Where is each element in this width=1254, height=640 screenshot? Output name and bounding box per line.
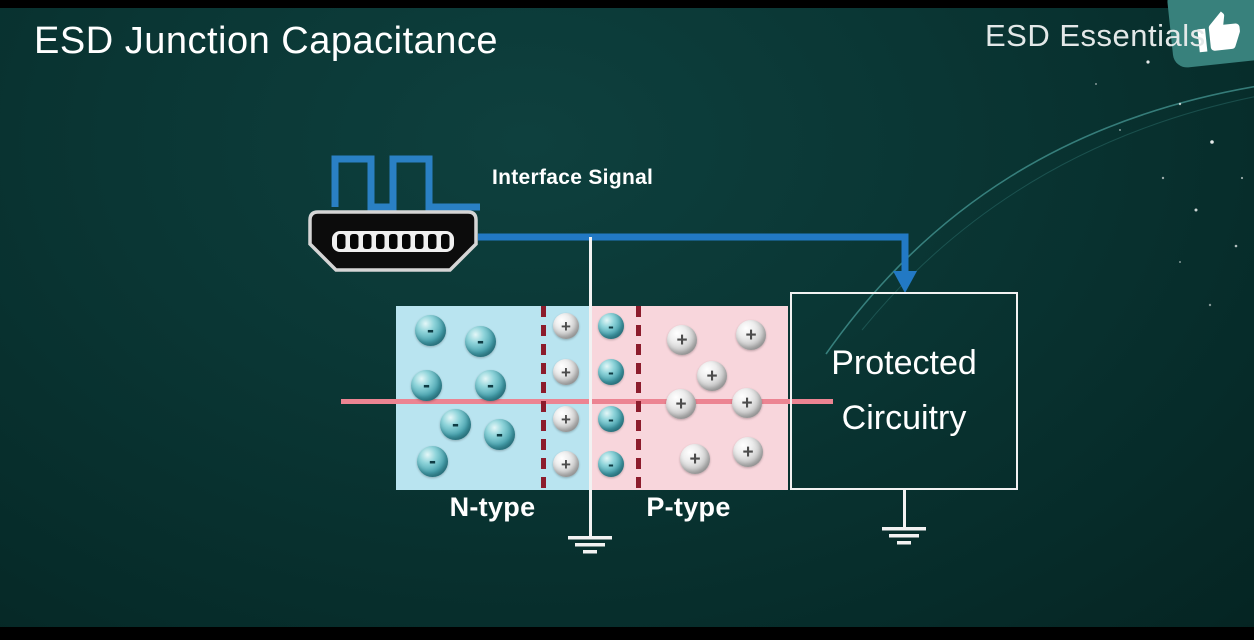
electron-sphere: - bbox=[417, 446, 448, 477]
ground-symbol bbox=[882, 527, 926, 545]
hole-sphere: + bbox=[667, 325, 697, 355]
ion-negative-sphere: - bbox=[598, 406, 624, 432]
electron-sphere: - bbox=[440, 409, 471, 440]
electron-sphere: - bbox=[411, 370, 442, 401]
depletion-boundary-right bbox=[636, 306, 641, 490]
ground-stem bbox=[903, 490, 906, 527]
brand-text: ESD Essentials bbox=[985, 18, 1206, 53]
ion-positive-sphere: + bbox=[553, 359, 579, 385]
p-type-label: P-type bbox=[646, 492, 731, 522]
electron-sphere: - bbox=[475, 370, 506, 401]
hole-sphere: + bbox=[733, 437, 763, 467]
hole-sphere: + bbox=[732, 388, 762, 418]
letterbox-bottom bbox=[0, 627, 1254, 640]
n-type-label: N-type bbox=[449, 492, 536, 522]
arrow-down-icon bbox=[893, 271, 917, 293]
junction-tap-line bbox=[589, 237, 592, 537]
ground-symbol bbox=[568, 536, 612, 554]
depletion-boundary-left bbox=[541, 306, 546, 490]
junction-line bbox=[341, 399, 833, 404]
hole-sphere: + bbox=[666, 389, 696, 419]
electron-sphere: - bbox=[484, 419, 515, 450]
protected-circuitry-label-line1: Protected bbox=[831, 343, 977, 382]
electron-sphere: - bbox=[415, 315, 446, 346]
ion-positive-sphere: + bbox=[553, 451, 579, 477]
hdmi-connector-icon bbox=[308, 210, 478, 272]
signal-waveform-icon bbox=[331, 155, 480, 211]
signal-wire bbox=[478, 233, 917, 293]
hole-sphere: + bbox=[680, 444, 710, 474]
hole-sphere: + bbox=[697, 361, 727, 391]
ion-positive-sphere: + bbox=[553, 313, 579, 339]
protected-circuitry-label-line2: Circuitry bbox=[841, 399, 967, 437]
ion-negative-sphere: - bbox=[598, 313, 624, 339]
ion-negative-sphere: - bbox=[598, 359, 624, 385]
ion-negative-sphere: - bbox=[598, 451, 624, 477]
electron-sphere: - bbox=[465, 326, 496, 357]
thumbs-up-icon[interactable] bbox=[1166, 0, 1254, 69]
interface-signal-label: Interface Signal bbox=[492, 166, 654, 189]
page-title: ESD Junction Capacitance bbox=[34, 20, 499, 62]
hole-sphere: + bbox=[736, 320, 766, 350]
letterbox-top bbox=[0, 0, 1254, 8]
protected-circuitry-box: Protected Circuitry bbox=[790, 292, 1018, 490]
ion-positive-sphere: + bbox=[553, 406, 579, 432]
